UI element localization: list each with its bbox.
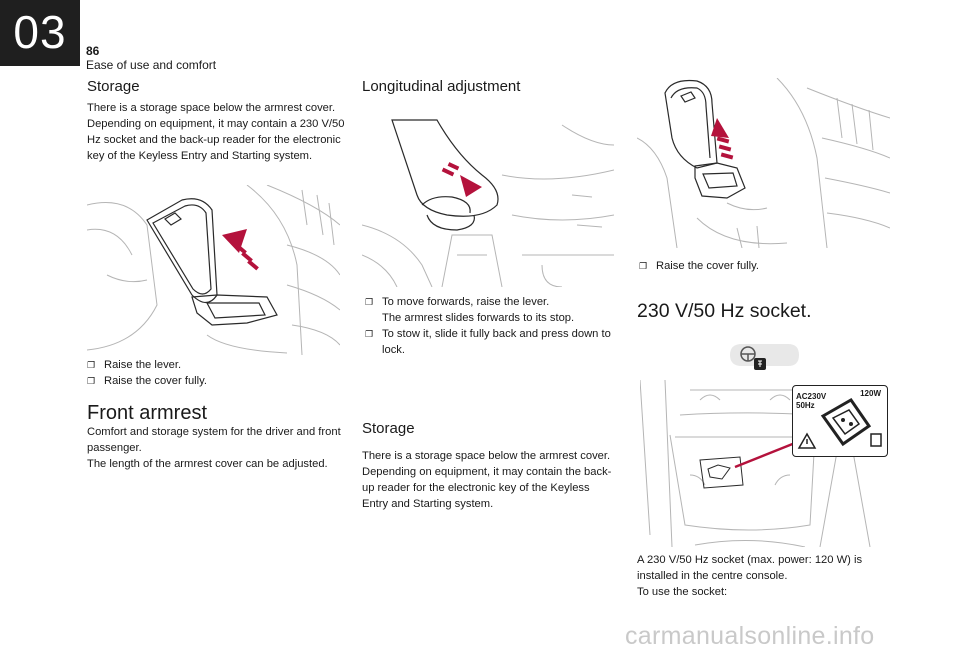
step-item: ❐ To move forwards, raise the lever. The… [365,296,575,324]
step-item: ❐Raise the lever. [87,359,182,371]
step-item: ❐ To stow it, slide it fully back and pr… [365,328,611,356]
storage-description: There is a storage space below the armre… [87,102,345,162]
socket-heading: 230 V/50 Hz socket. [637,300,812,322]
front-armrest-text-2: The length of the armrest cover can be a… [87,458,328,470]
storage-heading: Storage [87,78,140,95]
armrest-lever-illustration [87,185,340,355]
socket-outlet-icon [797,398,882,449]
warning-triangle-icon [797,432,817,449]
storage-heading-2: Storage [362,420,415,437]
socket-text-2: To use the socket: [637,586,728,598]
longitudinal-heading: Longitudinal adjustment [362,78,521,95]
front-armrest-text-1: Comfort and storage system for the drive… [87,426,341,454]
socket-description: A 230 V/50 Hz socket (max. power: 120 W)… [637,552,892,600]
socket-power-label: 120W [860,389,881,398]
socket-label-inset: AC230V 50Hz 120W [792,385,888,457]
storage-description-2: There is a storage space below the armre… [362,450,612,510]
cover-step-list: ❐Raise the cover fully. [639,258,889,274]
red-arrow-icon [222,229,259,271]
armrest-slide-illustration [362,119,614,287]
storage-steps-list: ❐Raise the lever. ❐Raise the cover fully… [87,357,349,389]
checkbox-bullet-icon: ❐ [87,376,96,386]
page-number: 86 [86,44,100,58]
front-armrest-heading: Front armrest [87,402,208,424]
socket-text-1: A 230 V/50 Hz socket (max. power: 120 W)… [637,554,863,582]
section-title: Ease of use and comfort [86,58,217,72]
step-item: ❐Raise the cover fully. [87,375,208,387]
step-item: ❐Raise the cover fully. [639,260,760,272]
longitudinal-steps-list: ❐ To move forwards, raise the lever. The… [365,294,615,358]
armrest-cover-open-illustration [637,78,890,248]
checkbox-bullet-icon: ❐ [365,329,374,339]
vehicle-location-badge [730,344,799,370]
chapter-number-block: 03 [0,0,80,66]
checkbox-bullet-icon: ❐ [365,297,374,307]
front-armrest-description: Comfort and storage system for the drive… [87,424,349,472]
checkbox-bullet-icon: ❐ [87,360,96,370]
checkbox-bullet-icon: ❐ [639,261,648,271]
watermark: carmanualsonline.info [625,622,875,650]
socket-voltage-label: AC230V 50Hz [796,392,827,410]
